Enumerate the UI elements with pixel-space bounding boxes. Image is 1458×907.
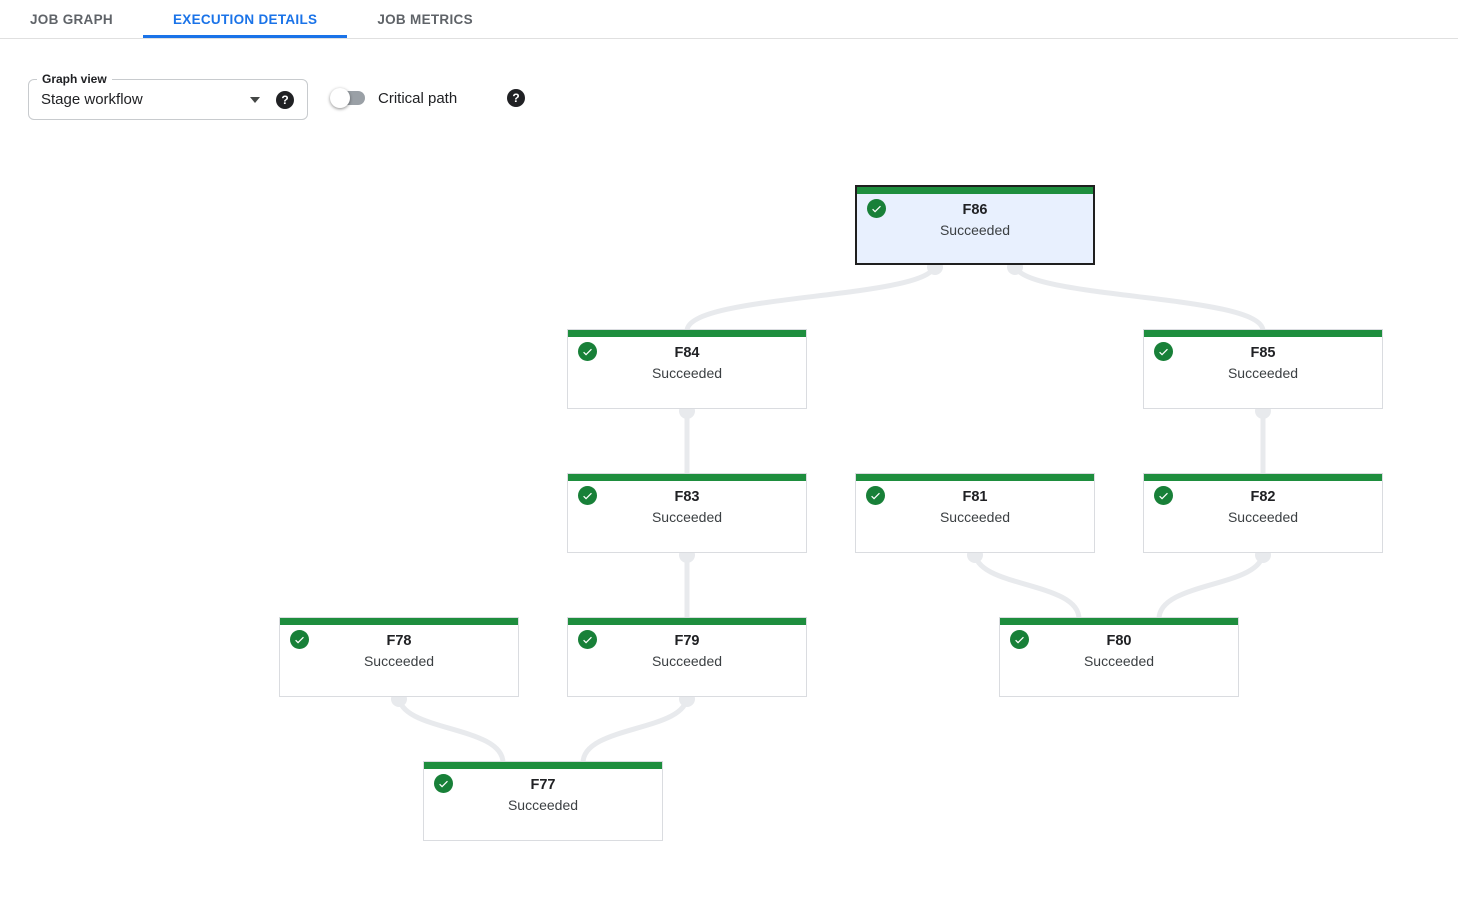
edge-f86-f84	[684, 261, 938, 334]
stage-node-f85[interactable]: F85 Succeeded	[1143, 329, 1383, 409]
stage-name: F79	[674, 633, 700, 649]
check-circle-icon	[1154, 486, 1173, 505]
stage-node-f84[interactable]: F84 Succeeded	[567, 329, 807, 409]
stage-node-f77[interactable]: F77 Succeeded	[423, 761, 663, 841]
stage-name: F84	[674, 345, 700, 361]
stage-status: Succeeded	[1227, 365, 1299, 381]
check-circle-icon	[434, 774, 453, 793]
stage-status: Succeeded	[1083, 653, 1155, 669]
stage-status: Succeeded	[651, 509, 723, 525]
edge-f82-f80	[1156, 549, 1266, 622]
stage-name: F80	[1106, 633, 1132, 649]
tab-job-metrics[interactable]: JOB METRICS	[377, 11, 473, 27]
status-bar	[424, 762, 662, 769]
edge-f86-f85	[1012, 261, 1266, 334]
status-bar	[856, 474, 1094, 481]
stage-name: F78	[386, 633, 412, 649]
stage-name: F77	[530, 777, 556, 793]
check-circle-icon	[867, 199, 886, 218]
graph-view-help-icon[interactable]: ?	[276, 90, 294, 109]
status-bar	[568, 618, 806, 625]
critical-path-control: Critical path	[330, 86, 457, 110]
stage-name: F83	[674, 489, 700, 505]
status-bar	[857, 187, 1093, 194]
graph-view-select[interactable]: Graph view Stage workflow ?	[28, 72, 308, 120]
toggle-knob	[330, 88, 350, 108]
edge-f79-f77	[580, 693, 690, 766]
stage-status: Succeeded	[651, 365, 723, 381]
check-circle-icon	[1154, 342, 1173, 361]
stage-name: F82	[1250, 489, 1276, 505]
stage-name: F81	[962, 489, 988, 505]
stage-node-f86[interactable]: F86 Succeeded	[855, 185, 1095, 265]
check-circle-icon	[578, 630, 597, 649]
stage-name: F85	[1250, 345, 1276, 361]
status-bar	[568, 474, 806, 481]
check-circle-icon	[578, 486, 597, 505]
stage-status: Succeeded	[939, 509, 1011, 525]
graph-view-select-value: Stage workflow	[41, 91, 143, 108]
critical-path-help-icon[interactable]: ?	[507, 89, 525, 107]
stage-name: F86	[962, 202, 988, 218]
status-bar	[1144, 330, 1382, 337]
stage-node-f78[interactable]: F78 Succeeded	[279, 617, 519, 697]
stage-node-f81[interactable]: F81 Succeeded	[855, 473, 1095, 553]
chevron-down-icon	[250, 96, 260, 103]
stage-node-f80[interactable]: F80 Succeeded	[999, 617, 1239, 697]
stage-status: Succeeded	[507, 797, 579, 813]
critical-path-label: Critical path	[378, 89, 458, 107]
check-circle-icon	[578, 342, 597, 361]
check-circle-icon	[1010, 630, 1029, 649]
status-bar	[1144, 474, 1382, 481]
stage-node-f82[interactable]: F82 Succeeded	[1143, 473, 1383, 553]
check-circle-icon	[866, 486, 885, 505]
graph-view-select-label: Graph view	[37, 72, 112, 86]
critical-path-toggle[interactable]	[330, 86, 367, 110]
tab-execution-details[interactable]: EXECUTION DETAILS	[142, 0, 348, 38]
stage-node-f83[interactable]: F83 Succeeded	[567, 473, 807, 553]
edge-f78-f77	[396, 693, 506, 766]
tab-job-graph[interactable]: JOB GRAPH	[30, 11, 113, 27]
stage-node-f79[interactable]: F79 Succeeded	[567, 617, 807, 697]
status-bar	[568, 330, 806, 337]
stage-status: Succeeded	[363, 653, 435, 669]
stage-status: Succeeded	[939, 222, 1011, 238]
status-bar	[280, 618, 518, 625]
check-circle-icon	[290, 630, 309, 649]
stage-status: Succeeded	[651, 653, 723, 669]
stage-status: Succeeded	[1227, 509, 1299, 525]
status-bar	[1000, 618, 1238, 625]
tab-bar: JOB GRAPH EXECUTION DETAILS JOB METRICS	[0, 0, 1458, 39]
edge-f81-f80	[972, 549, 1082, 622]
